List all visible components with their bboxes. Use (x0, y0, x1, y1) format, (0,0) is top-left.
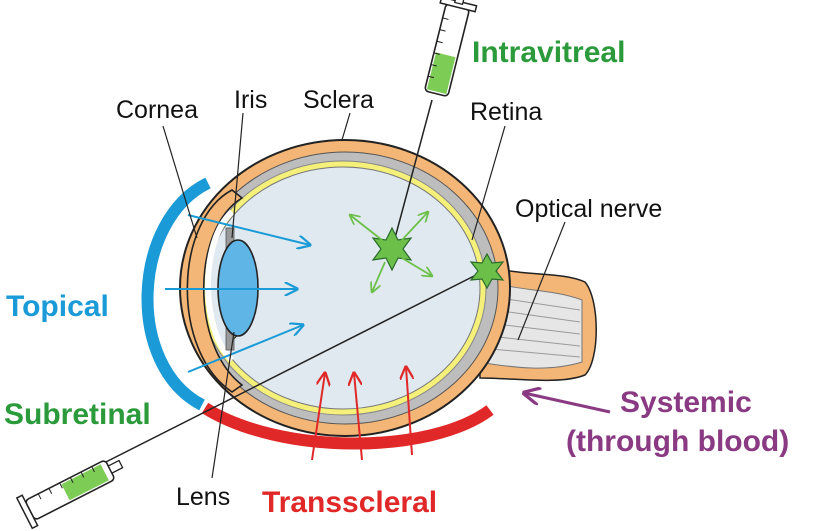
systemic-arrow (524, 393, 611, 414)
transscleral-arrows (311, 367, 412, 461)
label-lens: Lens (176, 483, 230, 511)
intravitreal-syringe (394, 0, 478, 239)
topical-band (141, 177, 211, 411)
label-transscleral: Transscleral (262, 486, 437, 519)
cornea (186, 189, 244, 393)
label-systemic: Systemic (620, 386, 752, 419)
label-subretinal: Subretinal (4, 398, 151, 431)
label-retina: Retina (470, 98, 542, 126)
intravitreal-star-icon (371, 226, 413, 272)
subretinal-syringe (15, 271, 483, 530)
label-systemic-note: (through blood) (566, 425, 789, 458)
leader-lines (162, 112, 566, 479)
label-topical: Topical (6, 290, 109, 323)
eyeball (179, 139, 511, 437)
topical-arrows (165, 214, 310, 373)
subretinal-star-icon (469, 252, 505, 290)
transscleral-band (201, 402, 494, 450)
label-sclera: Sclera (303, 86, 374, 114)
intravitreal-diffusion-arrows (350, 212, 432, 292)
label-intravitreal: Intravitreal (472, 36, 625, 69)
label-iris: Iris (234, 86, 267, 114)
label-cornea: Cornea (116, 96, 198, 124)
label-optical-nerve: Optical nerve (515, 195, 662, 223)
